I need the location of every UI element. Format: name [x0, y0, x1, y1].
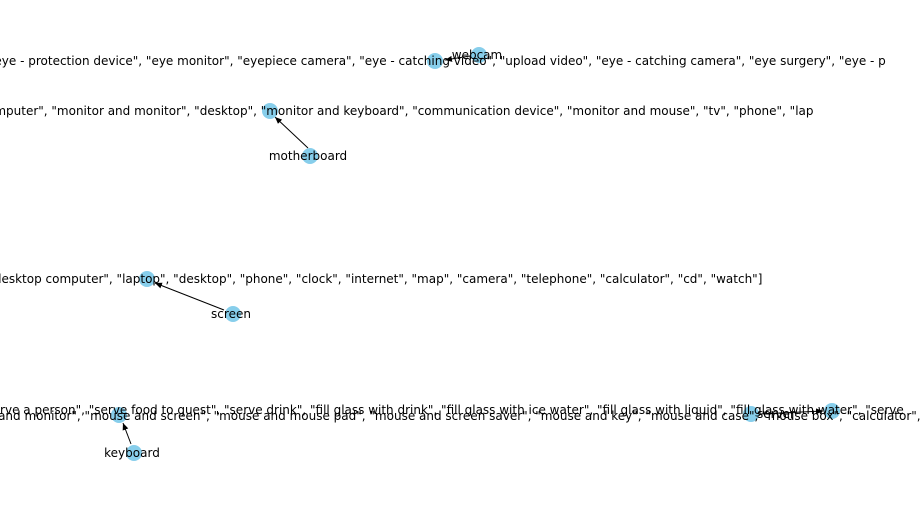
label-screen-list: ["desktop computer", "laptop", "desktop"… [0, 272, 762, 286]
label-server: server [757, 407, 795, 421]
node-serve-list[interactable] [824, 403, 840, 419]
node-keyboard[interactable] [126, 445, 142, 461]
label-motherboard: motherboard [269, 149, 347, 163]
label-keyboard: keyboard [104, 446, 160, 460]
node-monitor-list[interactable] [262, 103, 278, 119]
node-eye-list[interactable] [427, 53, 443, 69]
label-eye-list: ["eye - protection device", "eye monitor… [0, 54, 886, 68]
node-mouse-list[interactable] [111, 407, 127, 423]
label-webcam: webcam [452, 48, 502, 62]
edge-webcam-to-eye-list [444, 55, 471, 62]
label-serve-list: ["serve a person", "serve food to guest"… [0, 403, 904, 417]
node-motherboard[interactable] [302, 148, 318, 164]
edge-screen-to-screen-list [154, 282, 225, 311]
label-mouse-list: ["mouse and monitor", "mouse and screen"… [0, 409, 923, 423]
edge-server-to-serve-list [759, 408, 824, 415]
label-monitor-list: ["desktop computer", "monitor and monito… [0, 104, 814, 118]
label-screen: screen [211, 307, 251, 321]
edge-motherboard-to-monitor-list [274, 116, 309, 149]
edge-keyboard-to-mouse-list [122, 422, 132, 445]
node-screen[interactable] [225, 306, 241, 322]
node-server[interactable] [743, 406, 759, 422]
node-screen-list[interactable] [139, 271, 155, 287]
node-webcam[interactable] [471, 47, 487, 63]
